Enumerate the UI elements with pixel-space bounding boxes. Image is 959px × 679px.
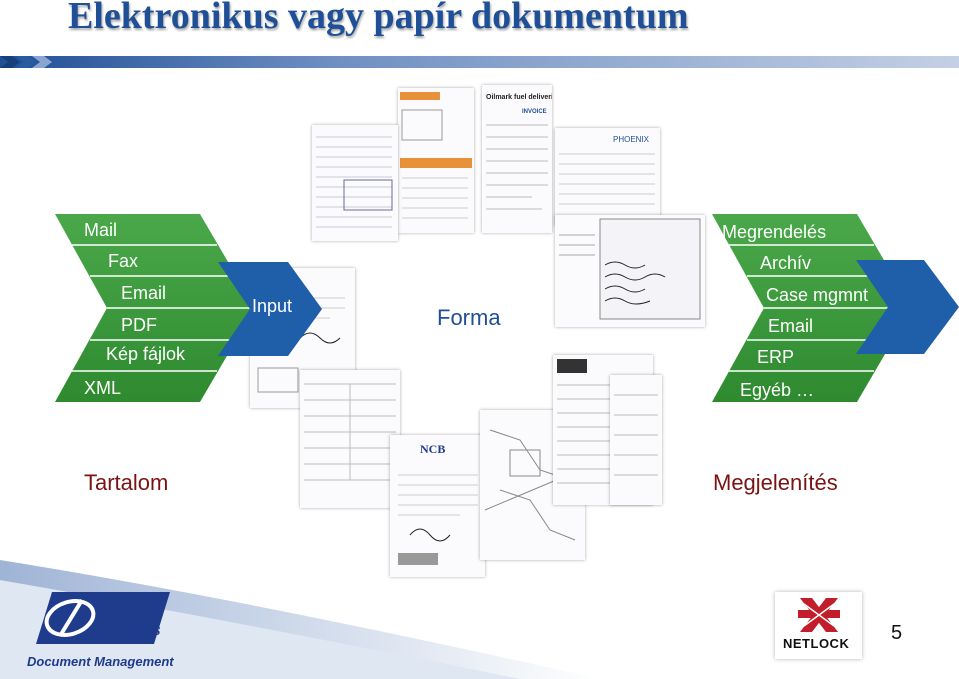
input-types-divider-lines <box>72 244 255 372</box>
input-arrow-label: Input <box>252 296 293 316</box>
output-target-erp: ERP <box>757 347 795 367</box>
slide-title: Elektronikus vagy papír dokumentum <box>68 0 689 37</box>
output-target-archive: Archív <box>760 253 812 273</box>
document-phoenix-account: PHOENIX <box>555 128 660 226</box>
input-type-xml: XML <box>84 378 122 398</box>
output-target-other: Egyéb … <box>740 380 815 400</box>
offisys-wordmark: ffisys <box>124 620 161 639</box>
display-caption: Megjelenítés <box>713 470 838 495</box>
form-label: Forma <box>437 305 501 330</box>
input-arrow <box>218 262 322 356</box>
offisys-logo <box>36 592 170 644</box>
svg-text:INVOICE: INVOICE <box>522 109 547 115</box>
content-caption: Tartalom <box>84 470 169 495</box>
output-arrow <box>856 260 959 354</box>
svg-text:PHOENIX: PHOENIX <box>613 135 650 144</box>
netlock-logo-box <box>775 592 862 659</box>
input-type-image-files: Kép fájlok <box>106 344 186 364</box>
page-number: 5 <box>891 622 903 644</box>
output-target-email: Email <box>768 316 814 336</box>
input-type-fax: Fax <box>108 251 139 271</box>
document-handwritten-delivery <box>555 215 705 327</box>
document-right-form <box>610 375 662 505</box>
document-mortgage-application <box>312 125 398 241</box>
document-table-form <box>300 370 400 508</box>
offisys-tagline: Document Management <box>27 654 174 669</box>
output-target-order: Megrendelés <box>722 222 827 242</box>
netlock-emblem-icon <box>798 598 840 632</box>
document-fuel-invoice: Oilmark fuel deliveries INVOICE <box>482 85 552 233</box>
header-chevron-bar <box>0 56 959 68</box>
document-ncb-letter: NCB <box>390 435 485 577</box>
netlock-wordmark: NETLOCK <box>783 636 850 651</box>
input-type-mail: Mail <box>84 220 118 240</box>
document-form-orange <box>398 88 474 233</box>
output-target-case-management: Case mgmnt <box>766 285 869 305</box>
input-type-email: Email <box>121 283 167 303</box>
input-type-pdf: PDF <box>121 315 157 335</box>
svg-text:Oilmark fuel deliveries: Oilmark fuel deliveries <box>486 94 552 101</box>
svg-text:NCB: NCB <box>420 442 445 456</box>
